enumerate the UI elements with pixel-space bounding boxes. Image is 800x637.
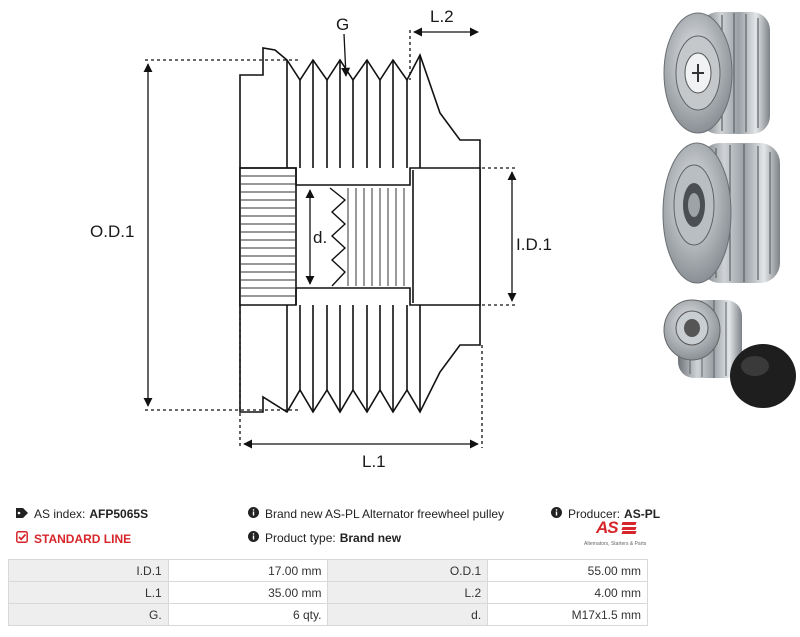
logo-text: AS: [596, 518, 619, 537]
spec-key: d.: [327, 603, 489, 626]
spec-value: 6 qty.: [167, 603, 329, 626]
info-icon: [248, 507, 259, 521]
label-d: d.: [313, 228, 327, 247]
producer-label: Producer:: [568, 507, 621, 521]
description-text: Brand new AS-PL Alternator freewheel pul…: [265, 507, 505, 521]
as-index-value: AFP5065S: [89, 507, 149, 521]
spec-value: M17x1.5 mm: [487, 603, 648, 626]
checkbox-check-icon: [16, 531, 28, 546]
spec-value: 55.00 mm: [487, 559, 648, 582]
standard-line-label: STANDARD LINE: [34, 531, 132, 546]
label-id1: I.D.1: [516, 235, 552, 254]
producer-value: AS-PL: [624, 507, 661, 521]
as-pl-logo: AS Alternators, Starters & Parts: [584, 518, 650, 551]
info-icon: [551, 507, 562, 521]
g-leader-line: [341, 33, 351, 77]
pulley-photo-front: [663, 12, 770, 134]
spec-key: G.: [8, 603, 169, 626]
product-type: Product type: Brand new: [248, 531, 401, 545]
spec-key: I.D.1: [8, 559, 169, 582]
info-icon: [248, 531, 259, 545]
producer: Producer: AS-PL: [551, 507, 660, 521]
tag-icon: [16, 507, 28, 521]
spec-table: I.D.1 17.00 mm O.D.1 55.00 mm L.1 35.00 …: [8, 559, 648, 626]
label-g: G: [336, 15, 349, 34]
as-index-label: AS index:: [34, 507, 86, 521]
standard-line: STANDARD LINE: [16, 531, 131, 546]
spec-key: L.2: [327, 581, 489, 604]
spec-value: 4.00 mm: [487, 581, 648, 604]
product-type-value: Brand new: [339, 531, 402, 545]
table-row: L.1 35.00 mm L.2 4.00 mm: [8, 581, 648, 604]
pulley-photo-angle: [662, 142, 780, 284]
as-index: AS index: AFP5065S: [16, 507, 148, 521]
table-row: I.D.1 17.00 mm O.D.1 55.00 mm: [8, 559, 648, 582]
logo-bars-icon: [621, 522, 637, 535]
spec-key: L.1: [8, 581, 169, 604]
label-l2: L.2: [430, 7, 454, 26]
pulley-photo-back-with-cap: [663, 299, 796, 408]
label-od1: O.D.1: [90, 222, 134, 241]
table-row: G. 6 qty. d. M17x1.5 mm: [8, 603, 648, 626]
label-l1: L.1: [362, 452, 386, 471]
spec-key: O.D.1: [327, 559, 489, 582]
logo-tagline: Alternators, Starters & Parts: [584, 541, 647, 547]
spec-value: 35.00 mm: [167, 581, 329, 604]
description: Brand new AS-PL Alternator freewheel pul…: [248, 507, 504, 521]
product-type-label: Product type:: [265, 531, 336, 545]
spec-value: 17.00 mm: [167, 559, 329, 582]
